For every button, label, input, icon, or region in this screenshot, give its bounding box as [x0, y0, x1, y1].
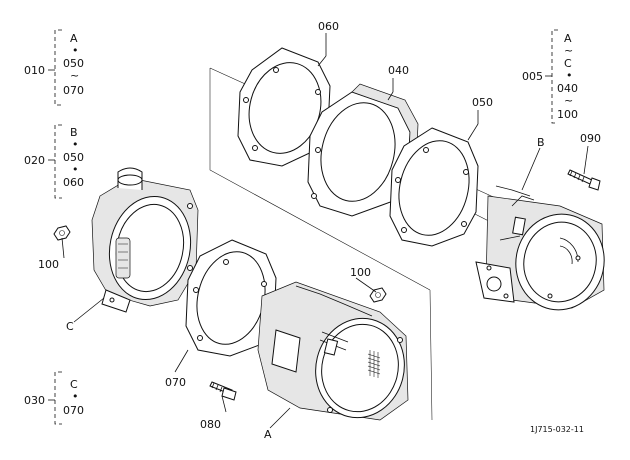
- gasket-050-upper: [389, 127, 479, 247]
- legend-030: 030 C • 070: [24, 371, 84, 425]
- label-100-middle: 100: [350, 266, 371, 279]
- legend-030-line-3: 070: [63, 404, 84, 417]
- legend-020-line-5: 060: [63, 176, 84, 189]
- legend-005-line-4: •: [566, 69, 573, 82]
- label-090: 090: [580, 132, 601, 145]
- gasket-070: [185, 239, 277, 357]
- label-040: 040: [388, 64, 409, 77]
- label-100-left: 100: [38, 258, 59, 271]
- dpf-assembly-right: [475, 185, 605, 311]
- legend-010-line-5: 070: [63, 84, 84, 97]
- nut-100-middle: [369, 287, 387, 303]
- label-080: 080: [200, 418, 221, 431]
- gasket-060: [237, 47, 331, 167]
- bolt-080: [209, 381, 237, 401]
- legend-010: 010 A • 050 ~ 070: [24, 29, 84, 106]
- drawing-code: 1J715-032-11: [530, 425, 584, 434]
- nut-100-left: [53, 225, 71, 241]
- legend-020-number: 020: [24, 154, 45, 167]
- legend-010-line-3: 050: [63, 57, 84, 70]
- dpf-body-lower: [257, 281, 409, 421]
- legend-030-line-2: •: [72, 390, 79, 403]
- legend-020-line-3: 050: [63, 151, 84, 164]
- legend-010-number: 010: [24, 64, 45, 77]
- legend-020-line-4: •: [72, 163, 79, 176]
- flange-040: [307, 83, 419, 217]
- legend-020: 020 B • 050 • 060: [24, 124, 84, 199]
- legend-020-line-1: B: [70, 126, 78, 139]
- legend-030-line-1: C: [70, 378, 78, 391]
- legend-005-line-5: 040: [557, 82, 578, 95]
- legend-005: 005 A ~ C • 040 ~ 100: [522, 29, 578, 124]
- label-ref-a: A: [264, 428, 272, 441]
- legend-010-line-4: ~: [70, 69, 79, 82]
- label-ref-b: B: [537, 136, 545, 149]
- legend-005-line-2: ~: [564, 44, 573, 57]
- bolt-090: [567, 169, 601, 191]
- legend-005-line-7: 100: [557, 108, 578, 121]
- leader-lines: [61, 33, 589, 429]
- legend-010-line-2: •: [72, 44, 79, 57]
- label-ref-c: C: [66, 320, 74, 333]
- legend-010-line-1: A: [70, 32, 78, 45]
- legend-030-number: 030: [24, 394, 45, 407]
- label-050: 050: [472, 96, 493, 109]
- inlet-housing-left: [91, 167, 199, 313]
- legend-005-line-1: A: [564, 32, 572, 45]
- label-070: 070: [165, 376, 186, 389]
- legend-005-line-3: C: [564, 57, 572, 70]
- legend-020-line-2: •: [72, 138, 79, 151]
- legend-005-line-6: ~: [564, 94, 573, 107]
- label-060: 060: [318, 20, 339, 33]
- legend-005-number: 005: [522, 70, 543, 83]
